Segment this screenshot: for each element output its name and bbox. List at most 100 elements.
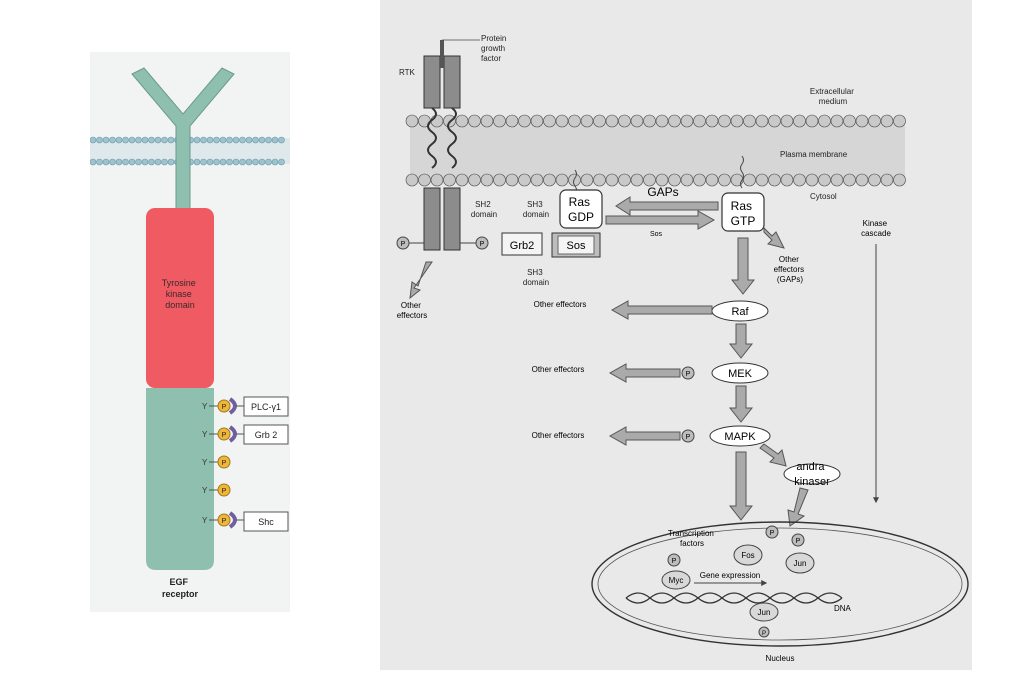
lipid-head [868,114,881,128]
lipid-head [258,158,266,166]
phosphate-circle [217,399,231,413]
lipid-head [115,158,123,166]
sh2-domain [228,397,237,415]
lipid-head [705,114,719,128]
nucleus-label: Nucleus [766,654,795,663]
sos-label: Sos [567,240,586,252]
lipid-head [818,114,831,128]
lipid-head [239,158,246,166]
andra-kinaser-label: andra kinaser [794,461,830,488]
lipid-head [580,114,594,128]
other-effectors-left-label: Other effectors [397,301,428,320]
lipid-head [768,114,781,128]
lipid-head [96,136,103,144]
lipid-head [480,114,494,128]
lipid-head [271,158,279,166]
lipid-head [805,114,819,128]
nucleus [591,521,969,647]
lipid-head [705,173,719,187]
lipid-head [154,158,162,166]
raf-label: Raf [731,306,749,318]
lipid-head [755,173,769,187]
lipid-head [89,136,97,144]
ras-gdp-label: Ras GDP [568,195,594,224]
lipid-head [258,136,266,144]
phosphate-label: P [222,518,227,525]
plasma-membrane [405,114,906,187]
lipid-head [855,114,869,128]
phosphate-circle [217,455,231,469]
lipid-head [643,173,656,187]
lipid-head [743,114,756,128]
grb2-label: Grb2 [510,240,534,252]
lipid-head [555,114,569,128]
lipid-head [245,136,253,144]
tyrosine-label: Y [202,402,208,411]
lipid-head [505,173,519,187]
lipid-head [893,114,906,128]
lipid-head [161,158,168,166]
lipid-head [167,158,175,166]
gene-expression-label: Gene expression [700,571,760,580]
lipid-head [245,158,253,166]
lipid-head [206,136,214,144]
myc-node [661,570,691,590]
lipid-head [109,136,116,144]
lipid-head [89,158,97,166]
lipid-head [141,158,149,166]
phosphate-label: P [222,432,227,439]
other-effectors-raf-label: Other effectors [534,300,587,309]
lipid-head [668,114,681,128]
lipid-head [793,173,806,187]
plc-gamma1-box [243,396,289,417]
svg-text:Tyrosine kinase domain: Tyrosine kinase domain [162,278,199,310]
lipid-head [655,173,669,187]
lipid-head [405,173,419,187]
lipid-head [115,136,123,144]
transcription-factors-label: Transcription factors [668,529,716,548]
lipid-head [605,114,619,128]
jun-label: Jun [794,559,807,568]
lipid-head [618,173,631,187]
svg-text:P: P [672,558,677,565]
lipid-head [232,158,240,166]
phosphate-label: P [222,460,227,467]
lipid-head [693,173,706,187]
lipid-head [868,173,881,187]
grb2-box [243,424,289,445]
lipid-head [135,158,142,166]
rtk-receptor [423,40,461,251]
lipid-head [271,136,279,144]
lipid-head [430,173,444,187]
rtk-phospho: P [401,241,406,248]
lipid-head [480,173,494,187]
lipid-head [109,158,116,166]
cytosol-label: Cytosol [810,192,837,201]
mapk-phospho: P [686,434,691,441]
phosphate-label: P [222,488,227,495]
lipid-head [252,158,259,166]
shc-label: Shc [258,517,274,527]
lipid-head [718,173,731,187]
mapk-label: MAPK [724,431,756,443]
lipid-head [213,158,220,166]
lipid-head [693,114,706,128]
lipid-head [141,136,149,144]
lipid-head [232,136,240,144]
lipid-head [843,173,856,187]
svg-text:P: P [762,631,766,637]
lipid-head [135,136,142,144]
lipid-head [793,114,806,128]
lipid-head [555,173,569,187]
ras-gtp-box [721,192,765,232]
mapk-node [709,425,771,447]
lipid-head [830,173,844,187]
rtk-label: RTK [399,68,416,77]
tyrosine-label: Y [202,486,208,495]
lipid-head [505,114,519,128]
lipid-head [530,173,544,187]
lipid-head [278,158,285,166]
lipid-head [668,173,681,187]
sh2-domain-label: SH2 domain [471,200,497,219]
